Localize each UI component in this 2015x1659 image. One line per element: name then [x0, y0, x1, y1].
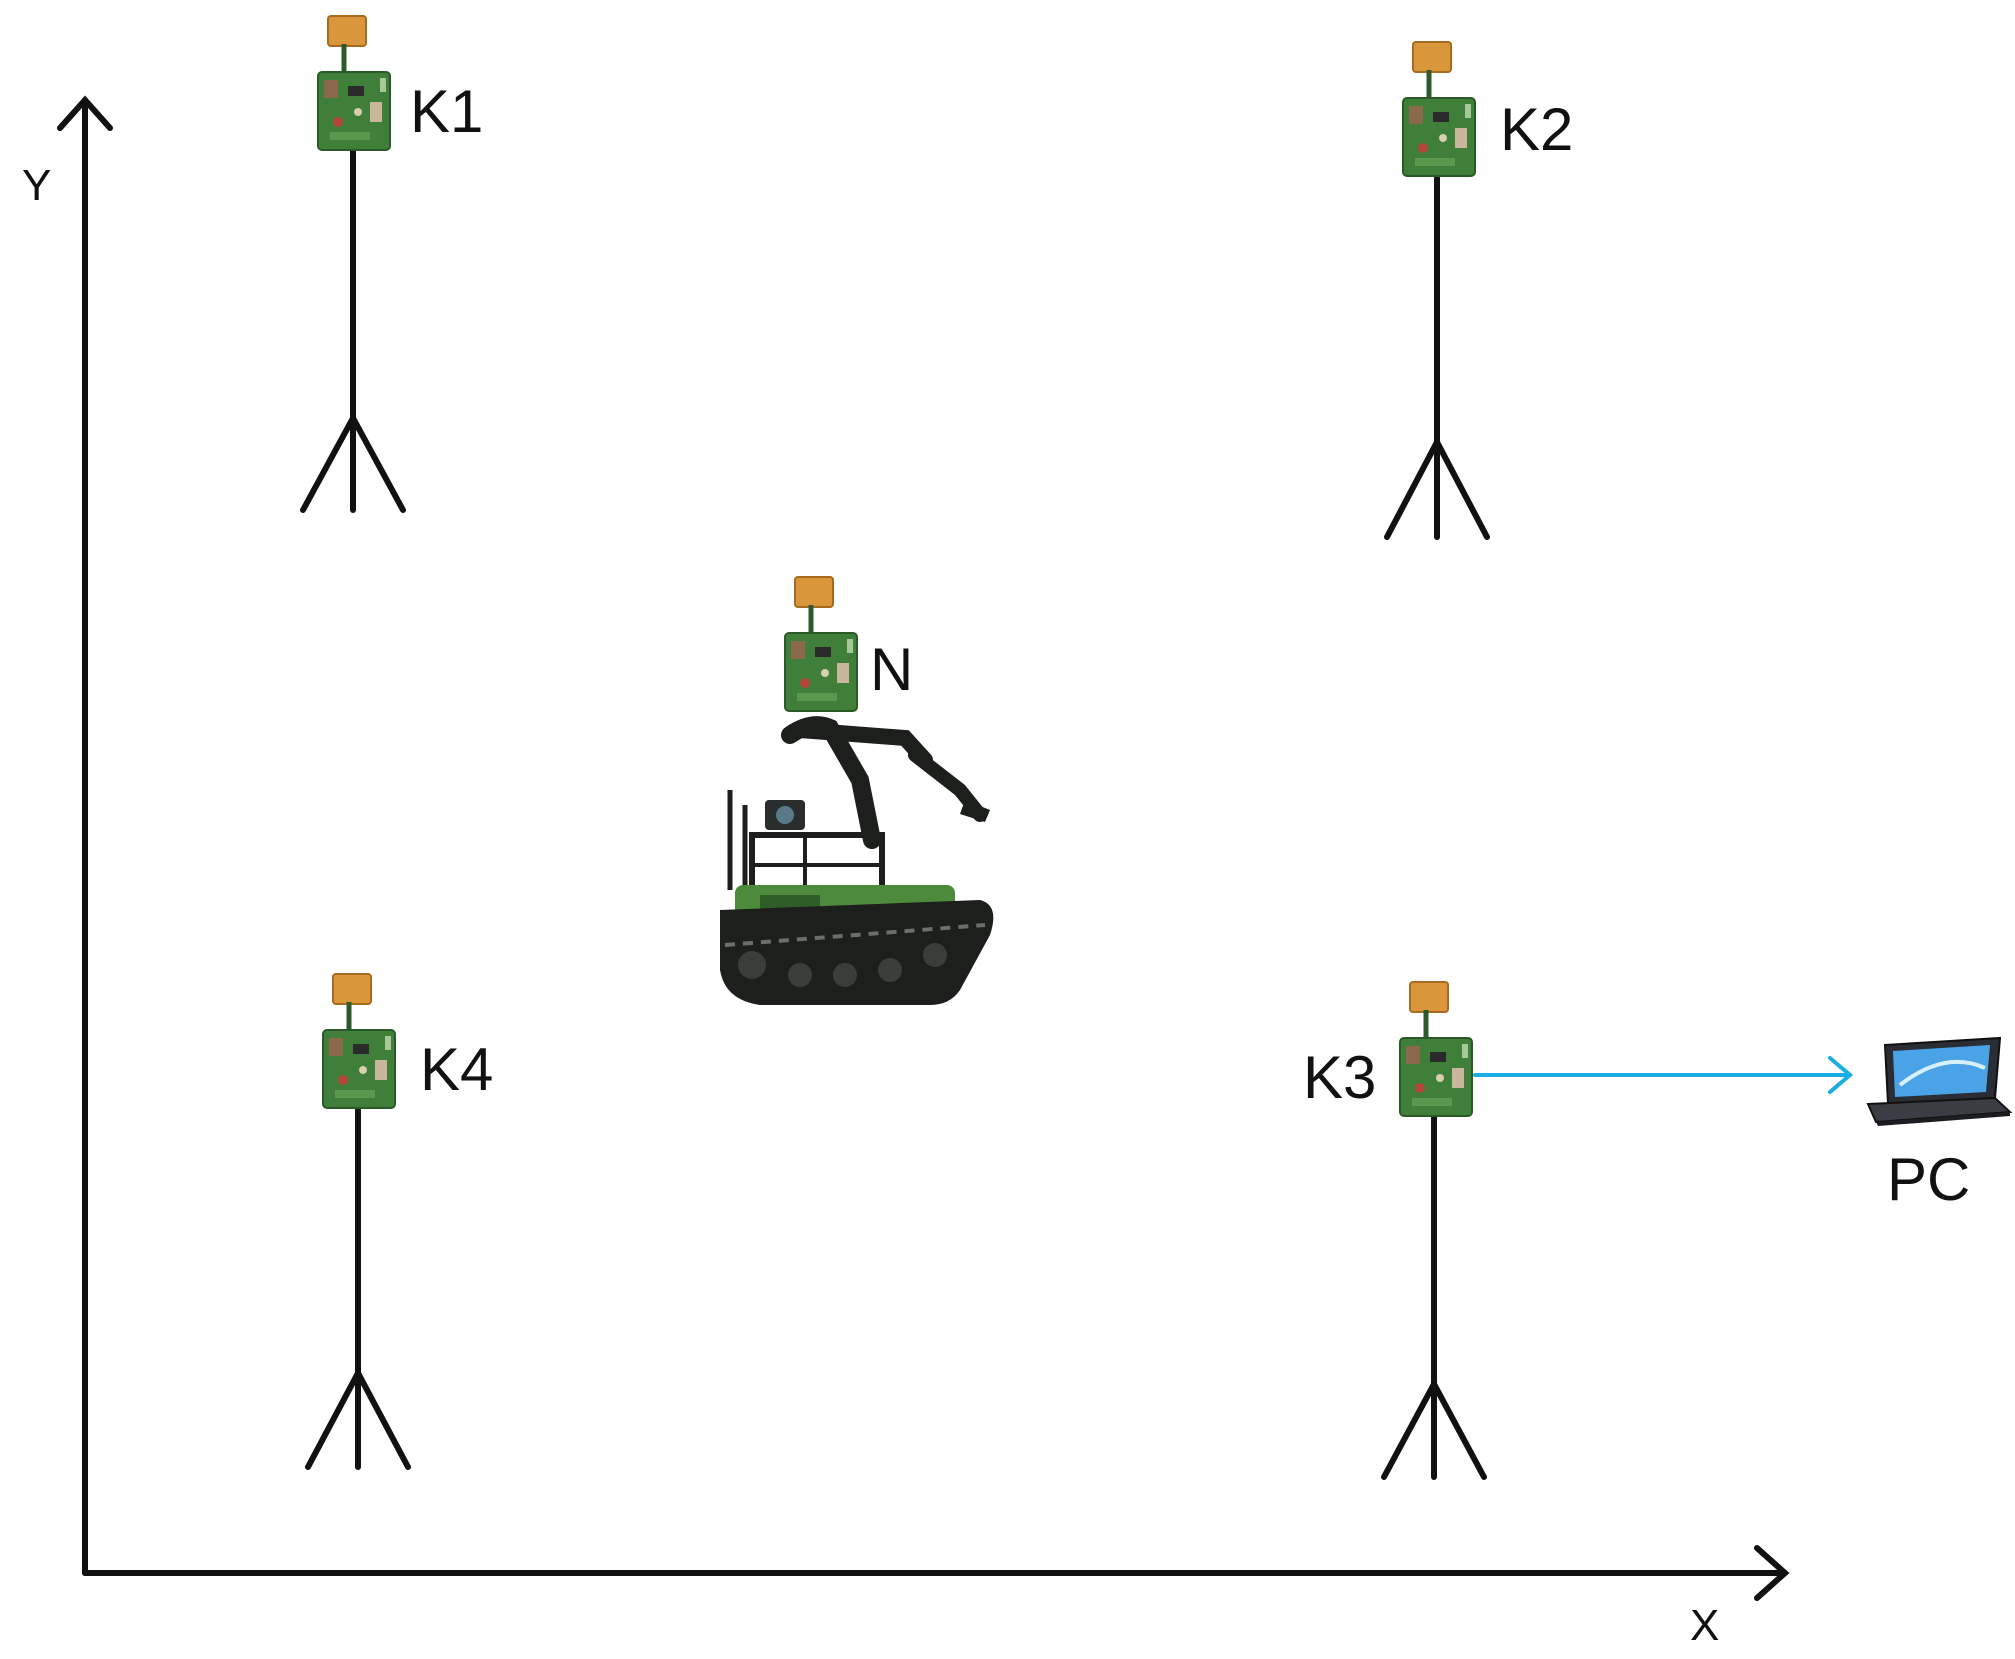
- coordinate-axes: [57, 95, 1790, 1601]
- sensor-board-icon: [318, 16, 390, 150]
- mobile-node: N: [720, 577, 994, 1005]
- tripod-stand-icon: [305, 1107, 411, 1470]
- tripod-stand-icon: [300, 147, 406, 513]
- anchor-k4: K4: [305, 974, 493, 1470]
- sensor-board-icon: [323, 974, 395, 1108]
- pc-label: PC: [1887, 1146, 1970, 1213]
- sensor-board-icon: [1400, 982, 1472, 1116]
- sensor-board-icon: [785, 577, 857, 711]
- anchor-label-k1: K1: [410, 78, 483, 145]
- anchor-label-k2: K2: [1500, 96, 1573, 163]
- anchor-k3: K3: [1303, 982, 1487, 1480]
- y-axis-label: Y: [22, 161, 51, 210]
- anchor-k2: K2: [1384, 42, 1573, 540]
- x-axis-label: X: [1690, 1601, 1719, 1650]
- y-axis-arrowhead: [57, 95, 113, 131]
- anchor-k1: K1: [300, 16, 483, 513]
- x-axis-arrowhead: [1754, 1545, 1790, 1601]
- sensor-board-icon: [1403, 42, 1475, 176]
- tripod-stand-icon: [1381, 1114, 1487, 1480]
- anchor-label-k4: K4: [420, 1036, 493, 1103]
- anchor-label-k3: K3: [1303, 1044, 1376, 1111]
- link-arrow: [1473, 1056, 1854, 1094]
- mobile-node-label: N: [870, 636, 913, 703]
- tracked-robot-icon: [720, 716, 994, 1005]
- laptop-icon: [1866, 1036, 2013, 1126]
- tripod-stand-icon: [1384, 175, 1490, 540]
